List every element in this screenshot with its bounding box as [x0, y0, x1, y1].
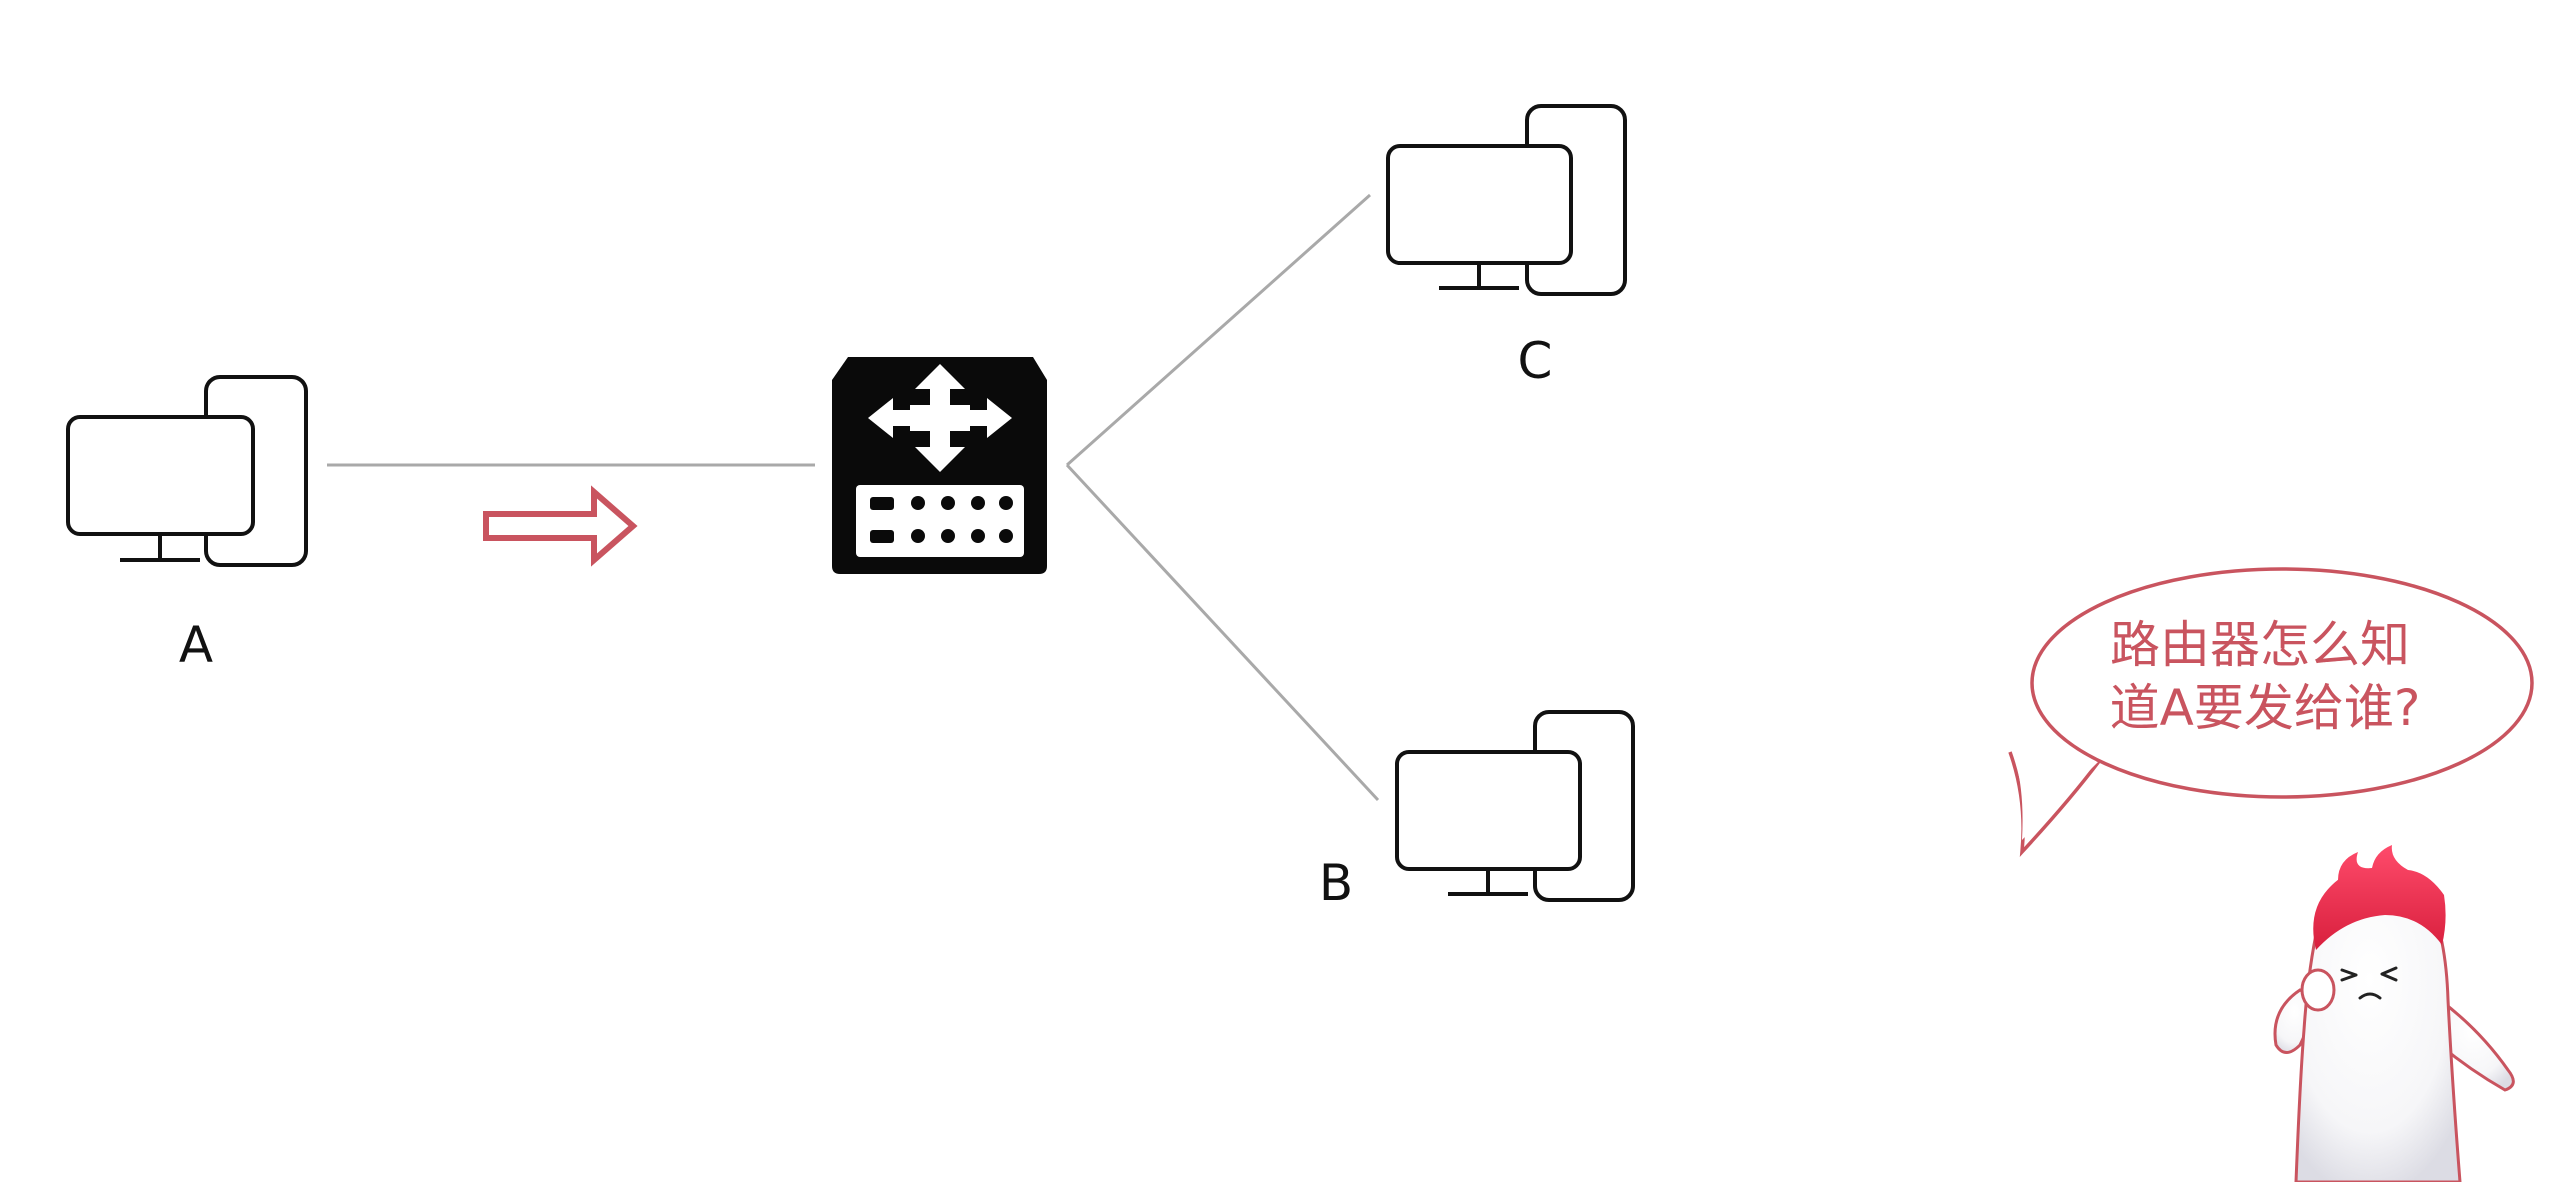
direction-arrow — [483, 485, 638, 567]
router-icon — [832, 357, 1047, 574]
bubble-line-2: 道A要发给谁? — [2110, 679, 2421, 737]
computer-b-icon — [1395, 710, 1635, 902]
node-label-b: B — [1319, 854, 1353, 912]
link-router-c — [1066, 193, 1371, 467]
node-label-a: A — [179, 616, 213, 674]
confused-mascot-icon — [2273, 845, 2515, 1182]
link-router-b — [1065, 463, 1380, 802]
node-label-c: C — [1518, 332, 1553, 390]
bubble-line-1: 路由器怎么知 — [2110, 616, 2410, 674]
computer-a-icon — [66, 375, 308, 567]
computer-c-icon — [1386, 104, 1627, 296]
speech-bubble: 路由器怎么知 道A要发给谁? — [2008, 567, 2534, 858]
